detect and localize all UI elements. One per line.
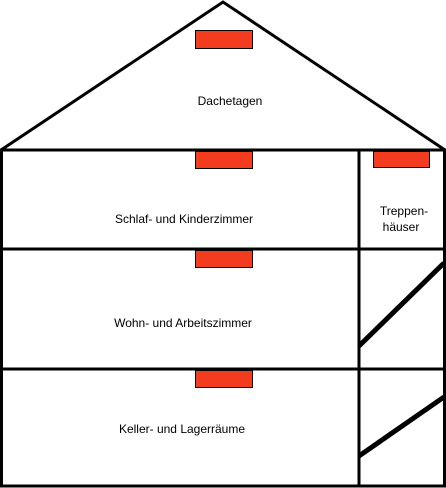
stair-flight-lower: [357, 394, 446, 459]
stair-flight-upper: [357, 261, 446, 348]
vent-attic: [195, 30, 253, 49]
house-body: [0, 148, 446, 488]
vent-stairwell: [373, 151, 430, 168]
vent-living: [195, 250, 253, 268]
label-stairwell-line2: häuser: [383, 220, 420, 234]
labels: Dachetagen Schlaf- und Kinderzimmer Trep…: [114, 94, 428, 436]
label-attic: Dachetagen: [198, 94, 263, 108]
label-cellar: Keller- und Lagerräume: [119, 422, 245, 436]
label-living: Wohn- und Arbeitszimmer: [114, 316, 252, 330]
vent-cellar: [195, 370, 253, 388]
vent-bedrooms: [195, 151, 253, 169]
label-bedrooms: Schlaf- und Kinderzimmer: [115, 212, 253, 226]
roof-line: [0, 0, 446, 152]
vents: [195, 30, 430, 388]
stairs: [357, 261, 446, 459]
label-stairwell-line1: Treppen-: [380, 204, 428, 218]
